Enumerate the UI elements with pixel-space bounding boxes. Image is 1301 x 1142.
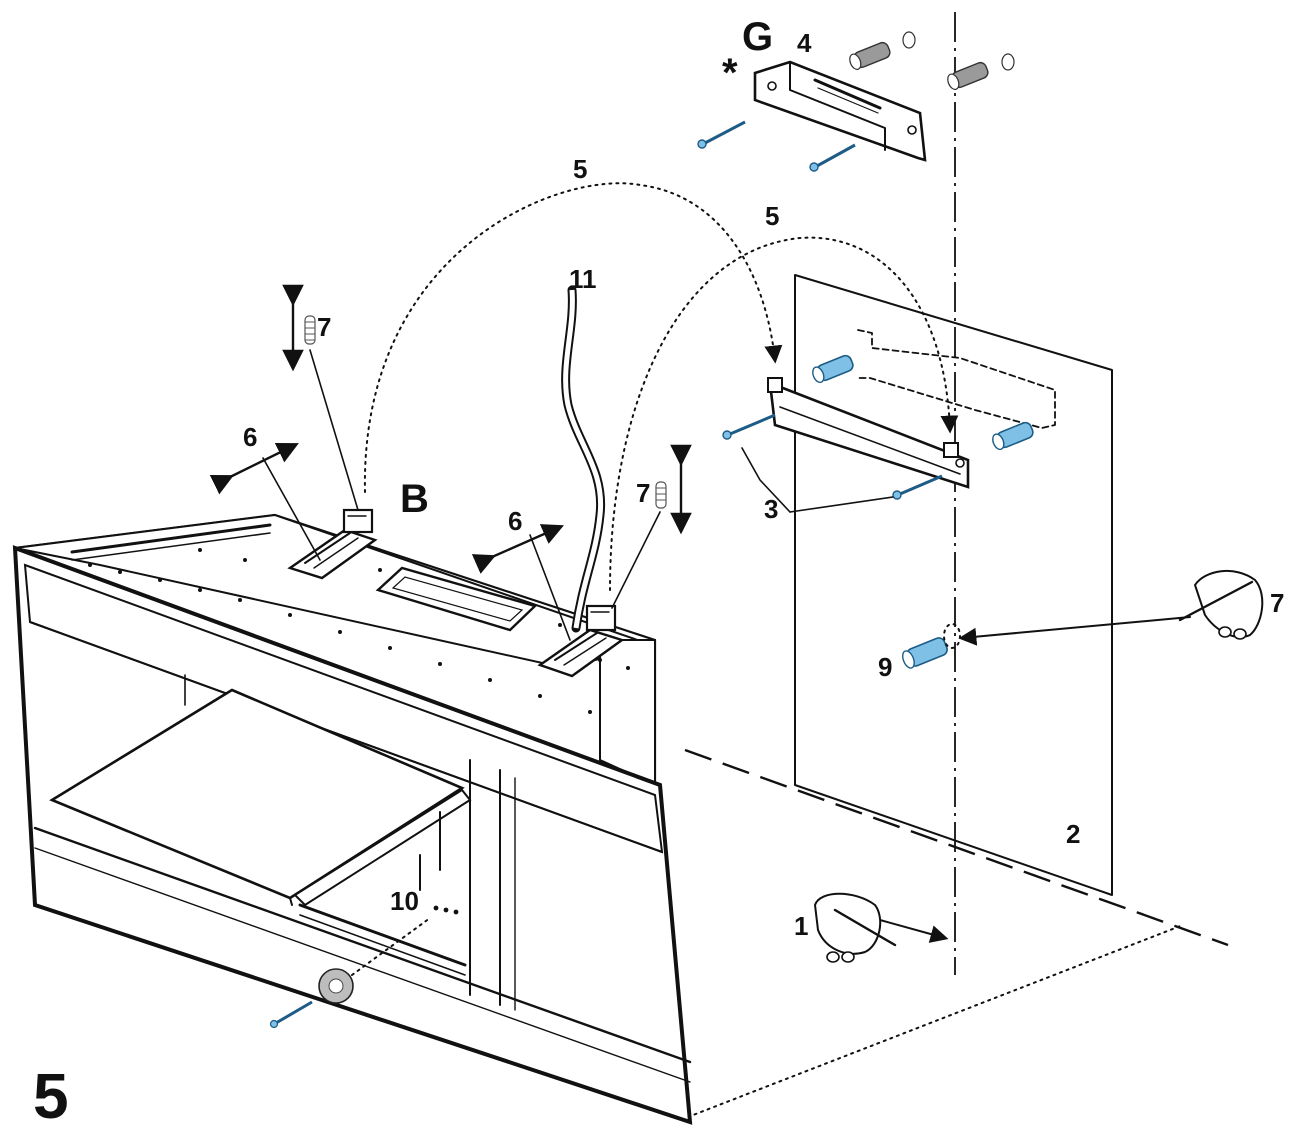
label-2: 2 <box>1066 819 1080 849</box>
wall-plug-icon <box>947 61 989 90</box>
label-10: 10 <box>390 886 419 916</box>
floor-guides <box>684 12 1229 1118</box>
wall-plug-icon <box>992 421 1034 451</box>
wall-plugs-grey <box>849 31 1015 90</box>
label-3: 3 <box>764 494 778 524</box>
screw-icon <box>899 474 943 496</box>
power-cable <box>561 285 606 633</box>
wall-plug-icon <box>812 354 854 384</box>
label-G: G <box>742 15 773 59</box>
hand-pencil-icon <box>813 892 897 963</box>
wall-plugs-blue <box>812 354 1034 669</box>
leader-lines <box>262 349 1191 943</box>
label-7-mid: 7 <box>636 478 650 508</box>
bracket-screws <box>722 413 943 500</box>
double-arrow-icon <box>471 524 564 574</box>
hood-clip-left <box>287 508 378 580</box>
screw-icon <box>729 413 776 436</box>
bracket-outline-dashed <box>857 329 1056 429</box>
callout-labels: * G 4 5 5 11 7 6 B 7 6 3 7 9 2 10 1 5 <box>33 15 1284 1132</box>
screw-icon <box>275 1000 313 1025</box>
hand-pencil-icon <box>1178 569 1264 640</box>
hood-clip-right <box>537 604 625 678</box>
label-B: B <box>400 477 429 521</box>
label-7-right: 7 <box>1270 588 1284 618</box>
label-7-left: 7 <box>317 312 331 342</box>
label-6-mid: 6 <box>508 506 522 536</box>
wall-bracket <box>767 377 970 489</box>
label-4: 4 <box>797 28 812 58</box>
step-number: 5 <box>33 1060 69 1132</box>
cover-screw <box>269 905 459 1029</box>
adjust-arrows <box>209 284 692 574</box>
label-11: 11 <box>569 264 597 294</box>
label-5-lower: 5 <box>765 201 779 231</box>
label-6-left: 6 <box>243 422 257 452</box>
label-9: 9 <box>878 652 892 682</box>
optional-bracket-G <box>697 60 927 172</box>
label-asterisk: * <box>722 51 738 95</box>
wall-plug-icon <box>849 41 891 70</box>
spring-icon <box>655 481 667 509</box>
hood-body <box>12 513 693 1125</box>
label-1: 1 <box>794 911 808 941</box>
screw-icon <box>704 120 746 145</box>
double-arrow-icon <box>209 442 299 495</box>
spring-icon <box>304 315 316 345</box>
placement-arcs <box>363 182 959 591</box>
screw-icon <box>816 143 856 168</box>
label-5-upper: 5 <box>573 154 587 184</box>
rivet-dots <box>88 548 630 714</box>
